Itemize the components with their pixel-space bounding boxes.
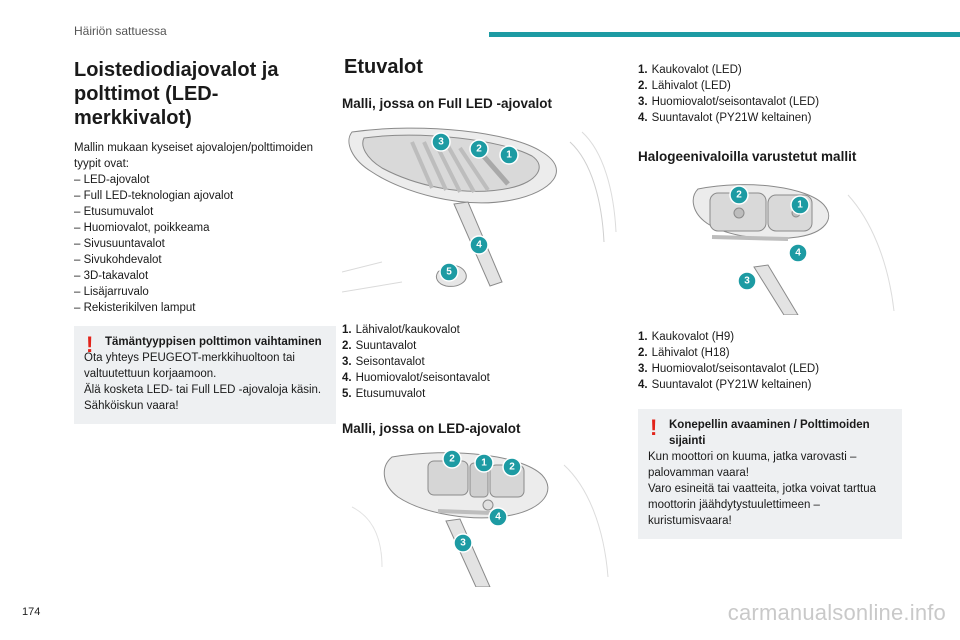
callout-3: 3 bbox=[453, 533, 473, 553]
led-headlamp-illustration: 2 1 2 4 3 bbox=[351, 449, 609, 587]
watermark: carmanualsonline.info bbox=[727, 600, 946, 625]
exclamation-icon: ! bbox=[86, 332, 94, 357]
led-headlamp-figure: 2 1 2 4 3 bbox=[342, 447, 618, 587]
bulb-replacement-warning: ! Tämäntyyppisen polttimon vaihtaminen O… bbox=[74, 326, 336, 424]
list-item: 1.Kaukovalot (H9) bbox=[638, 331, 735, 343]
svg-text:1: 1 bbox=[481, 458, 487, 469]
led-section-heading: Loistediodiajovalot ja polttimot (LED-me… bbox=[74, 59, 279, 129]
list-item: Rekisterikilven lamput bbox=[74, 300, 336, 316]
list-item: Huomiovalot, poikkeama bbox=[74, 220, 336, 236]
callout-4: 4 bbox=[469, 235, 489, 255]
list-item: 5.Etusumuvalot bbox=[342, 388, 426, 400]
callout-5: 5 bbox=[439, 262, 459, 282]
full-led-title: Malli, jossa on Full LED -ajovalot bbox=[342, 96, 553, 111]
svg-text:4: 4 bbox=[795, 248, 801, 259]
svg-text:3: 3 bbox=[438, 137, 444, 148]
full-led-headlamp-illustration: 3 2 1 4 5 bbox=[342, 127, 617, 293]
list-item: LED-ajovalot bbox=[74, 172, 336, 188]
halogen-title: Halogeenivaloilla varustetut mallit bbox=[638, 149, 857, 164]
list-item: 3.Huomiovalot/seisontavalot (LED) bbox=[638, 96, 820, 108]
callout-2: 2 bbox=[469, 139, 489, 159]
list-item: Sivukohdevalot bbox=[74, 252, 336, 268]
svg-text:5: 5 bbox=[446, 267, 452, 278]
exclamation-icon: ! bbox=[650, 415, 658, 440]
list-item: 2.Lähivalot (H18) bbox=[638, 347, 730, 359]
warning-line: Kun moottori on kuuma, jatka varovasti –… bbox=[648, 451, 857, 479]
bonnet-warning: ! Konepellin avaaminen / Polttimoiden si… bbox=[638, 409, 902, 539]
svg-text:1: 1 bbox=[506, 150, 512, 161]
led-intro: Mallin mukaan kyseiset ajovalojen/poltti… bbox=[74, 142, 314, 170]
halogen-headlamp-illustration: 2 1 4 3 bbox=[692, 184, 895, 315]
list-item: 2.Suuntavalot bbox=[342, 340, 417, 352]
list-item: 4.Suuntavalot (PY21W keltainen) bbox=[638, 379, 812, 391]
callout-2: 2 bbox=[502, 457, 522, 477]
list-item: 4.Suuntavalot (PY21W keltainen) bbox=[638, 112, 812, 124]
list-item: 1.Lähivalot/kaukovalot bbox=[342, 324, 460, 336]
svg-text:2: 2 bbox=[449, 454, 455, 465]
warning-line: Varo esineitä tai vaatteita, jotka voiva… bbox=[648, 483, 876, 527]
callout-4: 4 bbox=[488, 507, 508, 527]
front-lights-heading: Etuvalot bbox=[344, 56, 423, 78]
led-type-list: LED-ajovalot Full LED-teknologian ajoval… bbox=[74, 172, 336, 316]
list-item: 1.Kaukovalot (LED) bbox=[638, 64, 742, 76]
list-item: Sivusuuntavalot bbox=[74, 236, 336, 252]
svg-text:3: 3 bbox=[460, 538, 466, 549]
list-item: 3.Seisontavalot bbox=[342, 356, 425, 368]
callout-3: 3 bbox=[737, 271, 757, 291]
svg-text:3: 3 bbox=[744, 276, 750, 287]
halogen-legend: 1.Kaukovalot (H9) 2.Lähivalot (H18) 3.Hu… bbox=[638, 329, 902, 393]
column-front-lights: Etuvalot Malli, jossa on Full LED -ajova… bbox=[342, 56, 618, 587]
list-item: 3D-takavalot bbox=[74, 268, 336, 284]
svg-text:2: 2 bbox=[509, 462, 515, 473]
warning-line: Älä kosketa LED- tai Full LED -ajovaloja… bbox=[84, 384, 322, 412]
warning-title: Konepellin avaaminen / Polttimoiden sija… bbox=[669, 419, 870, 447]
list-item: Etusumuvalot bbox=[74, 204, 336, 220]
svg-text:1: 1 bbox=[797, 200, 803, 211]
warning-title: Tämäntyyppisen polttimon vaihtaminen bbox=[105, 336, 322, 348]
led-model-title: Malli, jossa on LED-ajovalot bbox=[342, 421, 521, 436]
warning-line: Ota yhteys PEUGEOT-merkkihuoltoon tai va… bbox=[84, 352, 295, 380]
header-accent-bar bbox=[489, 32, 960, 37]
svg-text:2: 2 bbox=[476, 144, 482, 155]
full-led-headlamp-figure: 3 2 1 4 5 bbox=[342, 122, 618, 308]
svg-text:4: 4 bbox=[495, 512, 501, 523]
halogen-headlamp-figure: 2 1 4 3 bbox=[638, 175, 900, 315]
led-legend: 1.Kaukovalot (LED) 2.Lähivalot (LED) 3.H… bbox=[638, 62, 902, 126]
callout-2: 2 bbox=[729, 185, 749, 205]
list-item: Full LED-teknologian ajovalot bbox=[74, 188, 336, 204]
list-item: 3.Huomiovalot/seisontavalot (LED) bbox=[638, 363, 820, 375]
callout-1: 1 bbox=[474, 453, 494, 473]
svg-text:4: 4 bbox=[476, 240, 482, 251]
callout-3: 3 bbox=[431, 132, 451, 152]
list-item: 2.Lähivalot (LED) bbox=[638, 80, 731, 92]
callout-2: 2 bbox=[442, 449, 462, 469]
page-section-title: Häiriön sattuessa bbox=[74, 24, 167, 38]
callout-1: 1 bbox=[499, 145, 519, 165]
list-item: Lisäjarruvalo bbox=[74, 284, 336, 300]
column-led-bulbs: Loistediodiajovalot ja polttimot (LED-me… bbox=[74, 56, 336, 424]
callout-4: 4 bbox=[788, 243, 808, 263]
callout-1: 1 bbox=[790, 195, 810, 215]
column-headlamp-legends: 1.Kaukovalot (LED) 2.Lähivalot (LED) 3.H… bbox=[638, 62, 902, 539]
full-led-legend: 1.Lähivalot/kaukovalot 2.Suuntavalot 3.S… bbox=[342, 322, 618, 402]
svg-text:2: 2 bbox=[736, 190, 742, 201]
page-number: 174 bbox=[22, 606, 41, 618]
list-item: 4.Huomiovalot/seisontavalot bbox=[342, 372, 490, 384]
